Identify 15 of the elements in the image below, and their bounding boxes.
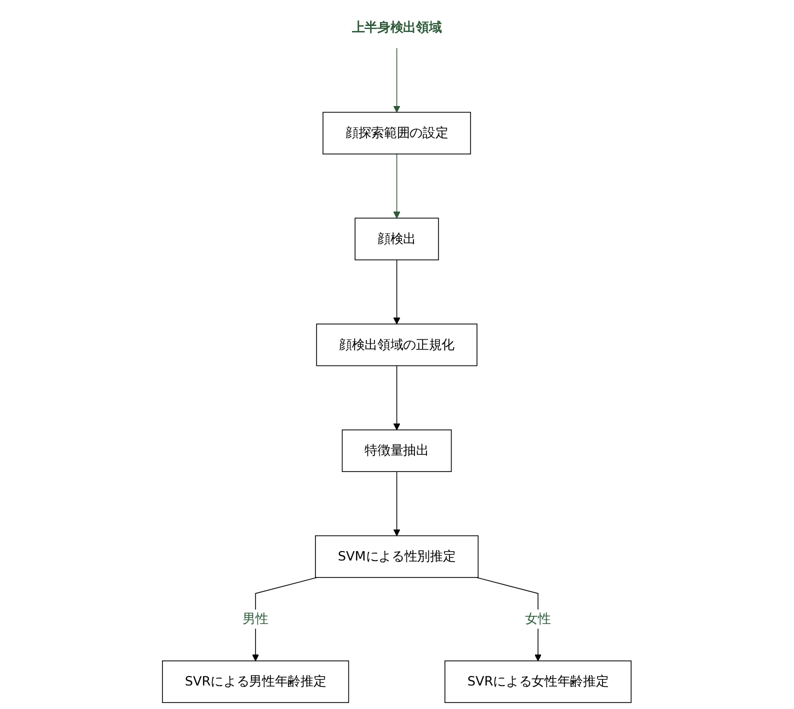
arrow (393, 259, 401, 324)
arrow (393, 365, 401, 430)
arrow (393, 48, 401, 113)
node-box: SVRによる男性年齢推定 (162, 660, 350, 703)
node-box: 顔検出 (354, 218, 440, 260)
node-box: 特徴量抽出 (342, 429, 452, 472)
node-text: 上半身検出領域 (352, 19, 442, 34)
arrow (393, 154, 401, 218)
edge-label: 男性 (242, 611, 269, 626)
node-box: SVMによる性別推定 (315, 535, 479, 578)
arrow (393, 471, 401, 536)
node-box: SVRによる女性年齢推定 (444, 660, 632, 703)
node-box: 顔検出領域の正規化 (316, 324, 478, 366)
node-box: 顔探索範囲の設定 (322, 112, 472, 154)
edge-label: 女性 (525, 611, 552, 626)
